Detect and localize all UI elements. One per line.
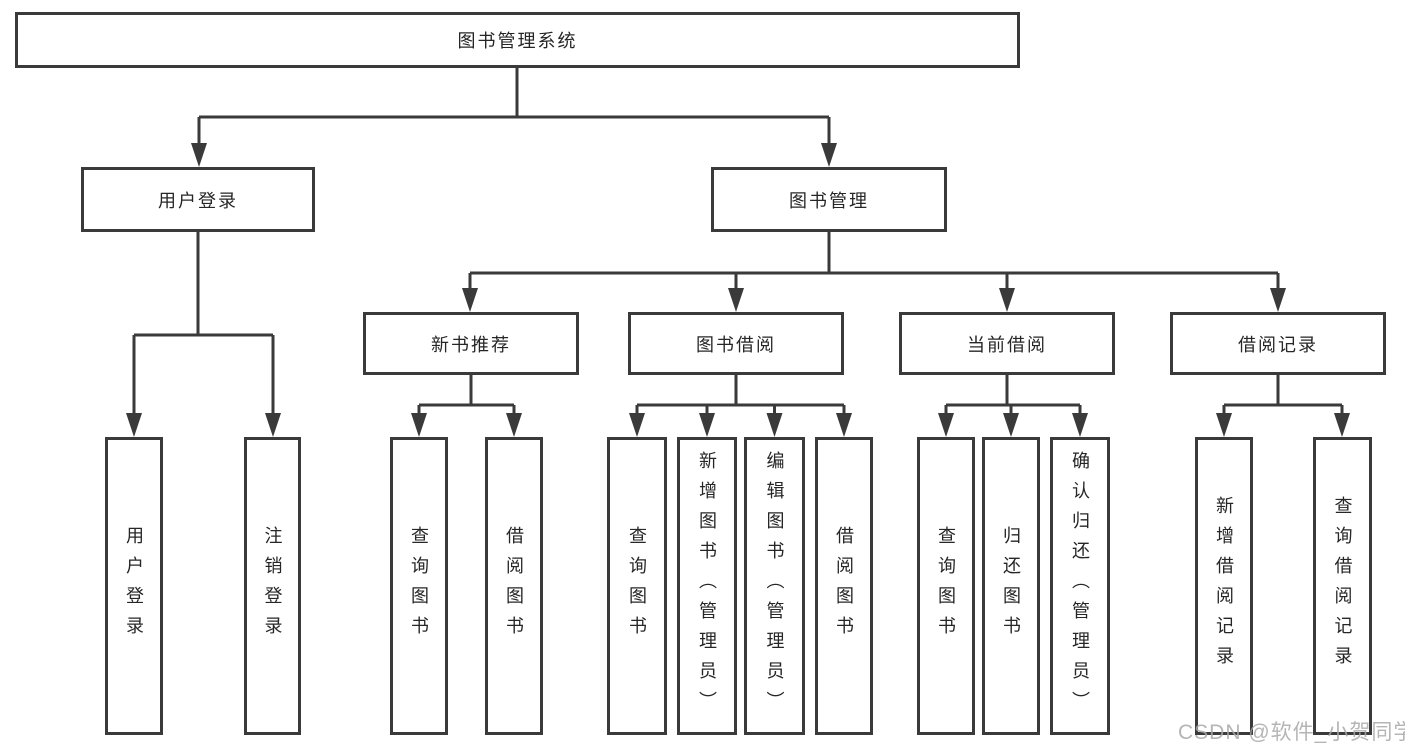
leaf-user-login: 用户登录 — [105, 437, 163, 735]
leaf-query-borrow-record-label: 查询借阅记录 — [1332, 496, 1353, 676]
node-book-borrowing-label: 图书借阅 — [696, 334, 776, 355]
leaf-query-books-current-label: 查询图书 — [936, 526, 956, 646]
leaf-return-books-label: 归还图书 — [1001, 526, 1021, 646]
node-root: 图书管理系统 — [15, 12, 1020, 68]
leaf-logout: 注销登录 — [244, 437, 301, 735]
arrow-down-icon — [1003, 413, 1019, 437]
node-book-management: 图书管理 — [711, 167, 947, 232]
arrow-down-icon — [728, 288, 744, 312]
node-new-book-recommend-label: 新书推荐 — [431, 334, 511, 355]
leaf-logout-label: 注销登录 — [262, 526, 283, 646]
arrow-down-icon — [265, 413, 281, 437]
node-new-book-recommend: 新书推荐 — [363, 312, 579, 375]
node-book-borrowing: 图书借阅 — [628, 312, 844, 375]
leaf-query-books-borrowing: 查询图书 — [607, 437, 667, 735]
arrow-down-icon — [506, 413, 522, 437]
leaf-add-book-admin: 新增图书（管理员） — [677, 437, 737, 735]
arrow-down-icon — [999, 288, 1015, 312]
arrow-down-icon — [699, 413, 715, 437]
arrow-down-icon — [191, 143, 207, 167]
node-root-label: 图书管理系统 — [457, 31, 578, 51]
leaf-query-books-recommend: 查询图书 — [390, 437, 448, 735]
leaf-user-login-label: 用户登录 — [124, 526, 144, 646]
node-current-borrowing: 当前借阅 — [899, 312, 1115, 375]
leaf-query-books-current: 查询图书 — [917, 437, 975, 735]
node-user-login: 用户登录 — [81, 167, 315, 232]
arrow-down-icon — [766, 413, 783, 437]
leaf-confirm-return-admin: 确认归还（管理员） — [1050, 437, 1110, 735]
leaf-borrow-books-recommend: 借阅图书 — [485, 437, 543, 735]
node-user-login-label: 用户登录 — [158, 190, 238, 211]
arrow-down-icon — [629, 413, 645, 437]
leaf-query-books-recommend-label: 查询图书 — [409, 526, 429, 646]
arrow-down-icon — [836, 413, 852, 437]
arrow-down-icon — [1334, 413, 1350, 437]
leaf-query-borrow-record: 查询借阅记录 — [1313, 437, 1372, 735]
leaf-return-books: 归还图书 — [982, 437, 1040, 735]
arrow-down-icon — [938, 413, 954, 437]
arrow-down-icon — [1216, 413, 1232, 437]
arrow-down-icon — [126, 413, 142, 437]
arrow-down-icon — [411, 413, 427, 437]
leaf-query-books-borrowing-label: 查询图书 — [627, 526, 647, 646]
leaf-borrow-books-recommend-label: 借阅图书 — [504, 526, 524, 646]
arrow-down-icon — [821, 143, 837, 167]
node-borrow-records-label: 借阅记录 — [1238, 334, 1318, 355]
leaf-confirm-return-admin-label: 确认归还（管理员） — [1070, 451, 1090, 721]
leaf-edit-book-admin-label: 编辑图书（管理员） — [764, 451, 785, 721]
arrow-down-icon — [462, 288, 478, 312]
leaf-add-borrow-record: 新增借阅记录 — [1195, 437, 1253, 735]
leaf-borrow-books-borrowing-label: 借阅图书 — [834, 526, 854, 646]
node-current-borrowing-label: 当前借阅 — [967, 334, 1047, 355]
node-book-management-label: 图书管理 — [789, 190, 869, 211]
leaf-borrow-books-borrowing: 借阅图书 — [815, 437, 873, 735]
leaf-edit-book-admin: 编辑图书（管理员） — [744, 437, 805, 735]
csdn-watermark: CSDN @软件_小贺同学 — [1178, 721, 1405, 744]
arrow-down-icon — [1270, 288, 1286, 312]
node-borrow-records: 借阅记录 — [1170, 312, 1386, 375]
leaf-add-borrow-record-label: 新增借阅记录 — [1214, 496, 1234, 676]
leaf-add-book-admin-label: 新增图书（管理员） — [697, 451, 717, 721]
arrow-down-icon — [1072, 413, 1088, 437]
